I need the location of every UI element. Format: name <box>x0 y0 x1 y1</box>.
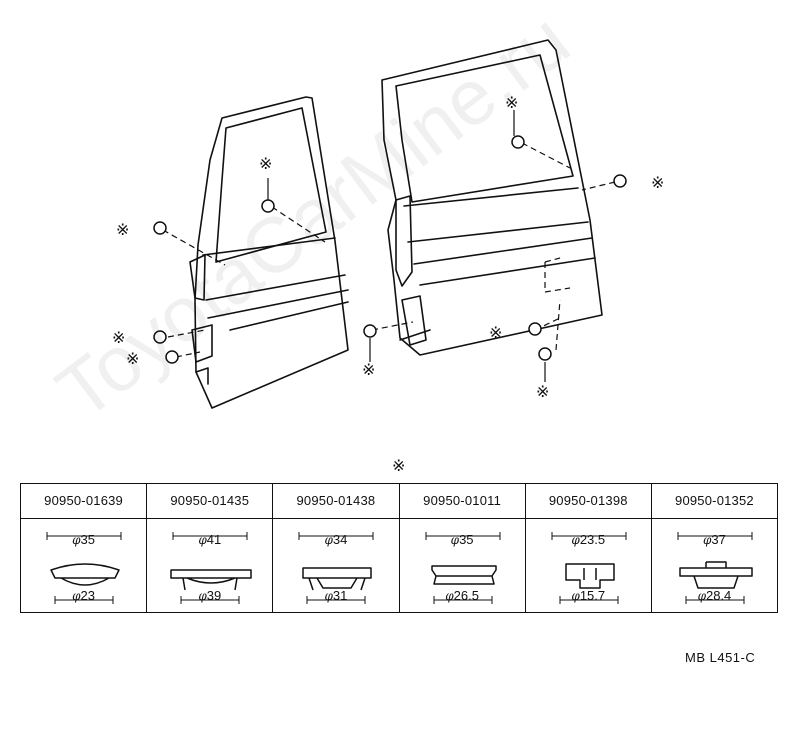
part-number: 90950-01352 <box>651 484 778 519</box>
clip-marker <box>528 322 542 336</box>
part-number: 90950-01011 <box>399 484 525 519</box>
front-door-panel <box>189 96 349 409</box>
phi-symbol: φ <box>571 589 580 603</box>
bottom-diameter: φ39 <box>147 588 272 603</box>
bottom-diameter-value: 39 <box>206 588 222 603</box>
top-diameter: φ35 <box>400 532 525 547</box>
rear-door-panel <box>381 39 603 356</box>
clip-profile-drawing <box>170 532 252 604</box>
clip-marker <box>165 350 179 364</box>
mark-symbol: ※ <box>536 382 550 401</box>
top-diameter-value: 41 <box>206 532 222 547</box>
phi-symbol: φ <box>198 589 207 603</box>
top-diameter: φ41 <box>147 532 272 547</box>
bottom-diameter: φ28.4 <box>652 588 777 603</box>
phi-symbol: φ <box>450 533 460 547</box>
mark-symbol: ※ <box>505 93 519 112</box>
reference-code: MB L451-C <box>685 650 756 665</box>
clip-profile-drawing <box>46 532 122 604</box>
clip-profile-drawing <box>425 532 501 604</box>
bottom-diameter: φ31 <box>273 588 398 603</box>
mark-symbol: ※ <box>116 220 130 239</box>
phi-symbol: φ <box>72 533 81 547</box>
clip-marker <box>538 347 552 361</box>
mark-symbol: ※ <box>489 323 503 342</box>
top-diameter: φ37 <box>652 532 777 547</box>
bottom-diameter-value: 23 <box>80 588 96 603</box>
bottom-diameter-value: 28.4 <box>705 588 732 603</box>
bottom-diameter-value: 15.7 <box>579 588 606 603</box>
phi-symbol: φ <box>703 533 712 547</box>
top-diameter: φ34 <box>273 532 398 547</box>
clip-profile-drawing <box>551 532 627 604</box>
bottom-diameter: φ15.7 <box>526 588 651 603</box>
part-number: 90950-01438 <box>273 484 399 519</box>
phi-symbol: φ <box>324 533 333 547</box>
clip-profile-drawing <box>677 532 753 604</box>
bottom-diameter-value: 26.5 <box>453 588 479 603</box>
phi-symbol: φ <box>324 589 333 603</box>
top-diameter-value: 23.5 <box>579 532 606 547</box>
top-diameter: φ35 <box>21 532 146 547</box>
clip-marker <box>613 174 627 188</box>
bottom-diameter-value: 31 <box>332 588 348 603</box>
clip-marker <box>511 135 525 149</box>
clip-marker <box>363 324 377 338</box>
top-diameter-value: 34 <box>332 532 348 547</box>
clip-profile-drawing <box>298 532 374 604</box>
mark-symbol: ※ <box>126 349 140 368</box>
bottom-diameter: φ26.5 <box>400 588 525 603</box>
phi-symbol: φ <box>697 589 706 603</box>
phi-symbol: φ <box>571 533 580 547</box>
phi-symbol: φ <box>198 533 207 547</box>
bottom-diameter: φ23 <box>21 588 146 603</box>
phi-symbol: φ <box>72 589 81 603</box>
part-number: 90950-01435 <box>147 484 273 519</box>
door-exploded-diagram <box>153 39 627 409</box>
top-diameter-value: 35 <box>80 532 96 547</box>
mark-symbol: ※ <box>362 360 376 379</box>
mark-symbol: ※ <box>259 154 273 173</box>
top-diameter: φ23.5 <box>526 532 651 547</box>
top-diameter-value: 35 <box>459 532 474 547</box>
mark-symbol: ※ <box>651 173 665 192</box>
phi-symbol: φ <box>445 589 454 603</box>
mark-symbol: ※ <box>392 456 406 475</box>
top-diameter-value: 37 <box>711 532 726 547</box>
part-number: 90950-01398 <box>525 484 651 519</box>
mark-symbol: ※ <box>112 328 126 347</box>
clip-marker <box>153 330 167 344</box>
clip-marker <box>153 221 167 235</box>
part-number: 90950-01639 <box>21 484 147 519</box>
